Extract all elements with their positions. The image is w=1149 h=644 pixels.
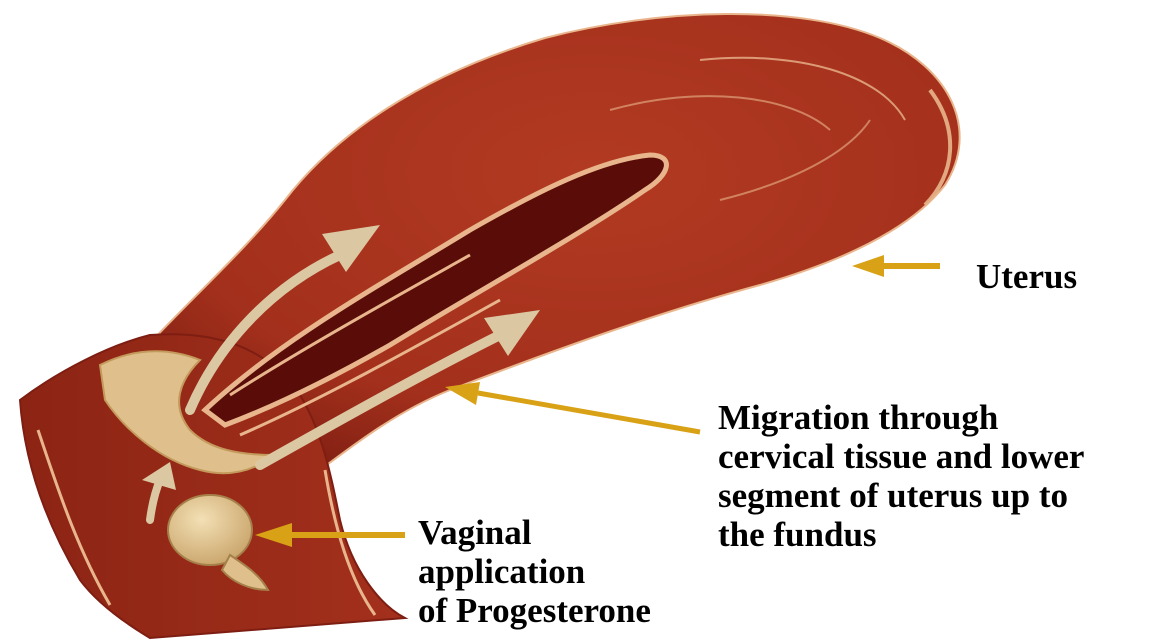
label-vaginal-application: Vaginal application of Progesterone <box>418 513 651 630</box>
label-vaginal-line: of Progesterone <box>418 591 651 630</box>
label-migration-line: the fundus <box>718 515 1084 554</box>
progesterone-pessary <box>168 495 252 565</box>
label-uterus: Uterus <box>976 257 1077 296</box>
label-migration-line: Migration through <box>718 398 1084 437</box>
label-vaginal-line: Vaginal <box>418 513 651 552</box>
label-migration: Migration through cervical tissue and lo… <box>718 398 1084 554</box>
pointer-arrow-uterus-head <box>852 255 884 277</box>
label-migration-line: cervical tissue and lower <box>718 437 1084 476</box>
label-uterus-text: Uterus <box>976 257 1077 296</box>
label-migration-line: segment of uterus up to <box>718 476 1084 515</box>
pointer-arrow-migration <box>478 393 700 432</box>
label-vaginal-line: application <box>418 552 651 591</box>
